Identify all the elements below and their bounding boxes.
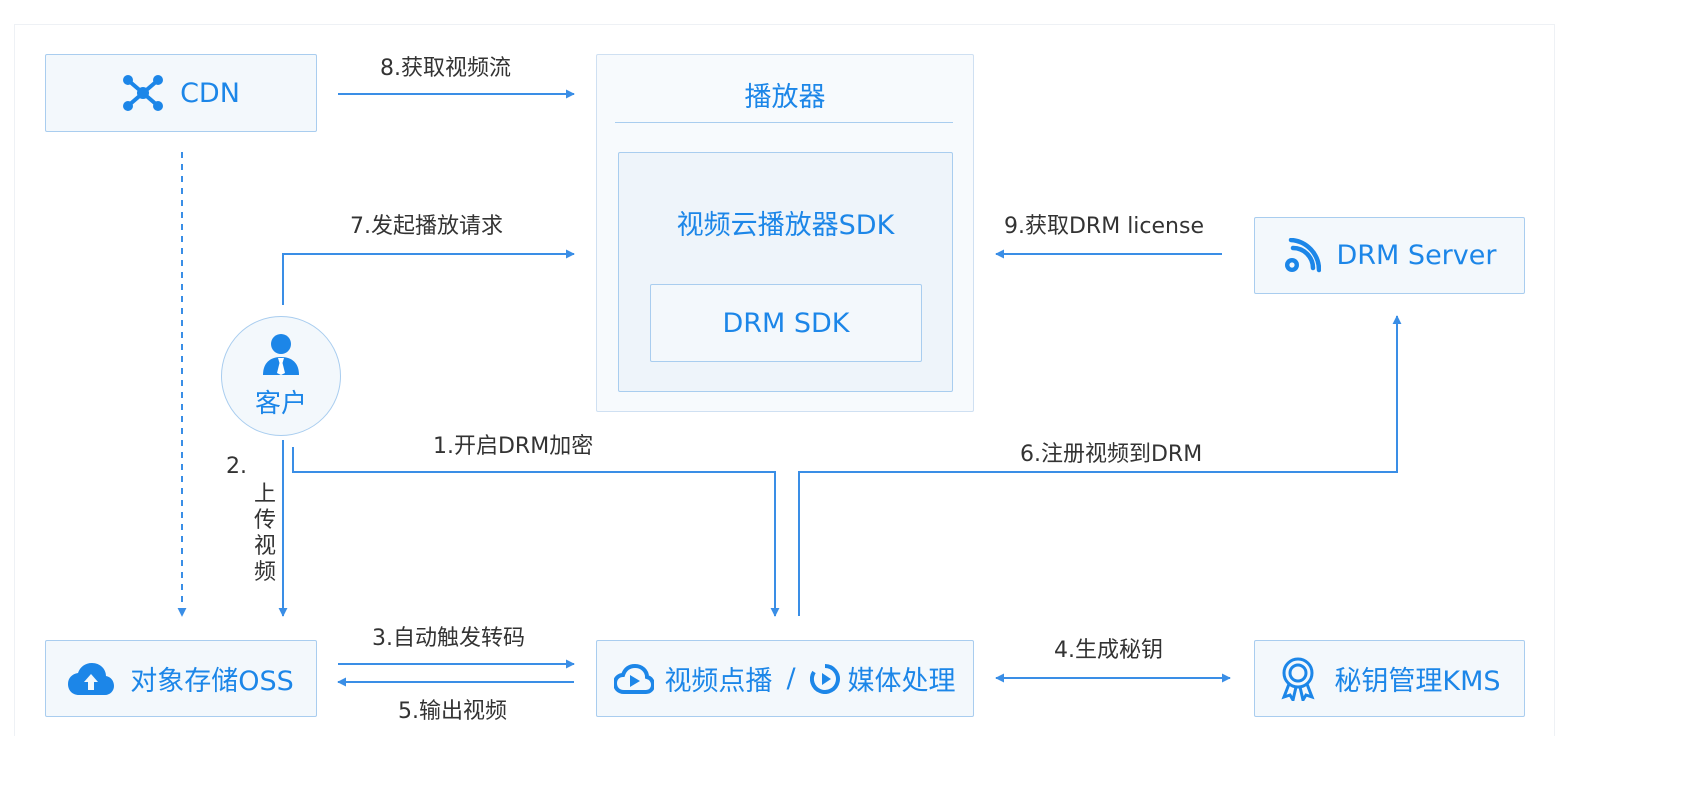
kms-node: 秘钥管理KMS bbox=[1254, 640, 1525, 717]
cdn-label: CDN bbox=[180, 77, 240, 109]
edge-1-arrow bbox=[292, 447, 780, 617]
play-circle-icon bbox=[809, 663, 840, 694]
oss-node: 对象存储OSS bbox=[45, 640, 317, 717]
vod-label: 视频点播 bbox=[664, 666, 773, 697]
edge-7-arrow bbox=[282, 249, 575, 305]
edge-6-arrow bbox=[798, 315, 1402, 616]
rss-gear-icon bbox=[1283, 237, 1321, 274]
person-icon bbox=[261, 333, 301, 379]
edge-7-label: 7.发起播放请求 bbox=[350, 214, 503, 239]
oss-label: 对象存储OSS bbox=[130, 666, 294, 697]
drm-server-label: DRM Server bbox=[1336, 240, 1497, 271]
player-sdk-box: 视频云播放器SDK DRM SDK bbox=[618, 152, 953, 392]
customer-node: 客户 bbox=[221, 316, 341, 436]
player-container: 播放器 视频云播放器SDK DRM SDK bbox=[596, 54, 974, 412]
player-divider bbox=[615, 122, 953, 123]
edge-1-label: 1.开启DRM加密 bbox=[433, 434, 594, 459]
drm-server-node: DRM Server bbox=[1254, 217, 1525, 294]
key-badge-icon bbox=[1278, 657, 1318, 701]
diagram-frame bbox=[14, 24, 1555, 736]
drm-sdk-box: DRM SDK bbox=[650, 284, 922, 362]
edge-5-label: 5.输出视频 bbox=[398, 699, 507, 724]
edge-3-label: 3.自动触发转码 bbox=[372, 626, 525, 651]
cdn-node: CDN bbox=[45, 54, 317, 132]
network-nodes-icon bbox=[122, 75, 164, 111]
connector-layer bbox=[177, 89, 1402, 687]
player-title: 播放器 bbox=[744, 82, 826, 113]
edge-6-label: 6.注册视频到DRM bbox=[1020, 442, 1203, 467]
player-sdk-title: 视频云播放器SDK bbox=[676, 210, 895, 241]
customer-label: 客户 bbox=[254, 388, 307, 419]
edge-8-label: 8.获取视频流 bbox=[380, 56, 511, 81]
kms-label: 秘钥管理KMS bbox=[1334, 666, 1501, 697]
vod-media-node: 视频点播 / 媒体处理 bbox=[596, 640, 974, 717]
edge-2-text: 上传视频 bbox=[253, 482, 276, 585]
edge-4-label: 4.生成秘钥 bbox=[1054, 638, 1163, 663]
edge-2-label: 2. 上传视频 bbox=[226, 454, 277, 586]
vod-separator: / bbox=[786, 663, 796, 694]
cloud-upload-icon bbox=[68, 662, 115, 696]
edge-9-label: 9.获取DRM license bbox=[1004, 214, 1204, 239]
media-label: 媒体处理 bbox=[847, 666, 956, 697]
edge-2-number: 2. bbox=[226, 454, 247, 479]
cloud-play-icon bbox=[614, 663, 655, 694]
